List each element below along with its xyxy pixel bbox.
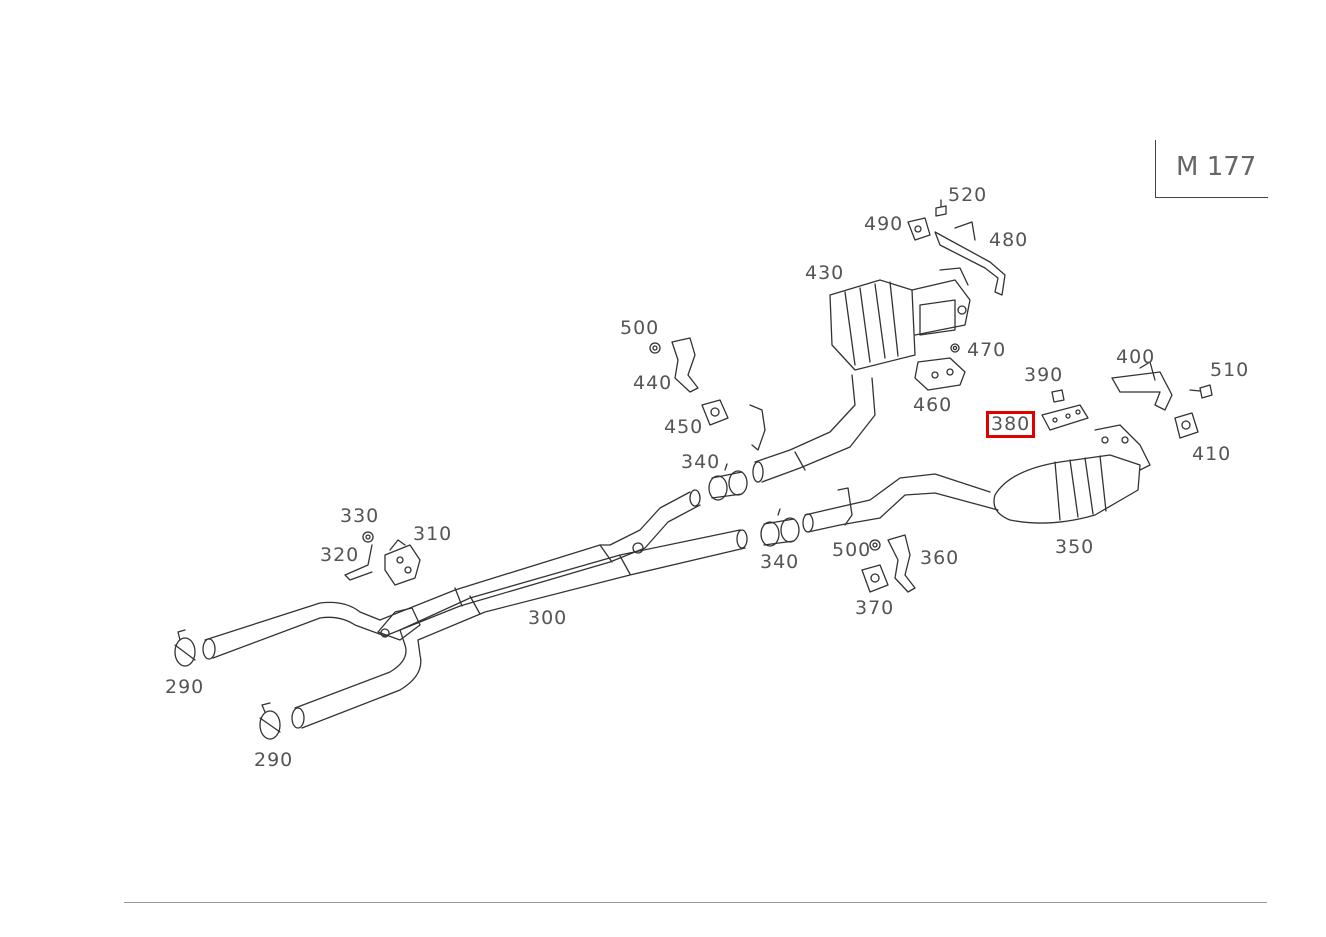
clamp-340-lower[interactable] [760, 508, 800, 547]
clamp-290-front[interactable] [174, 629, 196, 667]
part-label-290-rear[interactable]: 290 [254, 749, 294, 771]
rubber-mount-450[interactable] [701, 399, 729, 426]
part-label-400[interactable]: 400 [1116, 346, 1156, 368]
pipe-hanger-310[interactable] [384, 539, 421, 586]
rubber-mount-370[interactable] [861, 564, 889, 593]
part-label-510[interactable]: 510 [1210, 359, 1250, 381]
part-label-500-lower[interactable]: 500 [832, 539, 872, 561]
part-label-360[interactable]: 360 [920, 547, 960, 569]
part-label-520[interactable]: 520 [948, 184, 988, 206]
hanger-460[interactable] [914, 357, 966, 391]
part-label-410[interactable]: 410 [1192, 443, 1232, 465]
bolt-520[interactable] [935, 199, 947, 217]
bracket-left-rear[interactable] [749, 404, 766, 451]
bracket-440[interactable] [671, 337, 699, 393]
part-label-460[interactable]: 460 [913, 394, 953, 416]
nut-500-lower[interactable] [869, 539, 881, 551]
bracket-480[interactable] [934, 221, 1006, 296]
nut-500-upper[interactable] [649, 342, 661, 354]
bracket-400[interactable] [1111, 361, 1173, 411]
nut-470[interactable] [950, 343, 960, 353]
bracket-pipe-right [837, 487, 853, 526]
front-pipe-upper[interactable] [202, 489, 701, 660]
part-label-490[interactable]: 490 [864, 213, 904, 235]
bracket-380[interactable] [1041, 404, 1089, 431]
bracket-320[interactable] [344, 544, 373, 581]
part-label-340-upper[interactable]: 340 [681, 451, 721, 473]
intermediate-pipe-left[interactable] [752, 374, 876, 483]
bracket-360[interactable] [887, 534, 916, 593]
part-label-370[interactable]: 370 [855, 597, 895, 619]
muffler-350[interactable] [993, 424, 1151, 524]
part-label-320[interactable]: 320 [320, 544, 360, 566]
part-label-310[interactable]: 310 [413, 523, 453, 545]
crossover-bracket [377, 607, 421, 641]
part-label-330[interactable]: 330 [340, 505, 380, 527]
part-label-470[interactable]: 470 [967, 339, 1007, 361]
rubber-mount-410[interactable] [1174, 412, 1199, 439]
part-label-380[interactable]: 380 [986, 411, 1036, 438]
part-label-340-lower[interactable]: 340 [760, 551, 800, 573]
bolt-510[interactable] [1189, 384, 1213, 399]
part-label-300[interactable]: 300 [528, 607, 568, 629]
nut-330[interactable] [362, 531, 374, 543]
engine-code-box: M 177 [1155, 140, 1268, 198]
part-label-440[interactable]: 440 [633, 372, 673, 394]
part-label-290-front[interactable]: 290 [165, 676, 205, 698]
part-label-450[interactable]: 450 [664, 416, 704, 438]
rubber-mount-490[interactable] [907, 217, 931, 241]
part-label-350[interactable]: 350 [1055, 536, 1095, 558]
part-label-430[interactable]: 430 [805, 262, 845, 284]
muffler-430[interactable] [829, 267, 971, 371]
part-label-480[interactable]: 480 [989, 229, 1029, 251]
front-pipe-lower[interactable] [291, 529, 748, 729]
clip-390[interactable] [1051, 389, 1065, 403]
part-label-390[interactable]: 390 [1024, 364, 1064, 386]
clamp-290-rear[interactable] [259, 702, 281, 740]
bottom-divider [124, 902, 1267, 903]
engine-code: M 177 [1176, 152, 1257, 182]
clamp-340-upper[interactable] [708, 463, 748, 501]
intermediate-pipe-right[interactable] [802, 473, 999, 533]
part-label-500-upper[interactable]: 500 [620, 317, 660, 339]
